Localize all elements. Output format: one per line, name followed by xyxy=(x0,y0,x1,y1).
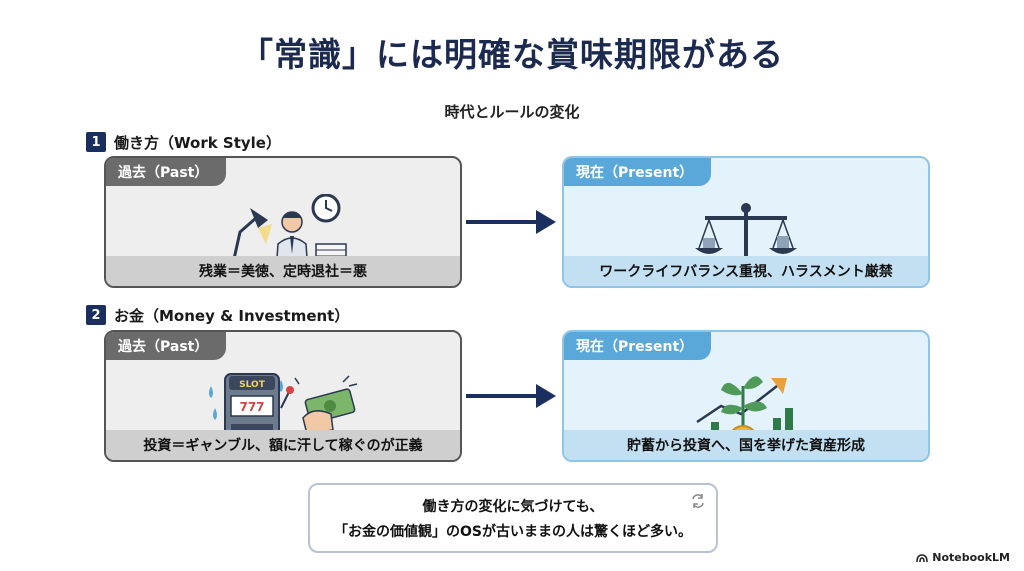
present-caption: ワークライフバランス重視、ハラスメント厳禁 xyxy=(564,256,928,286)
slot-label: SLOT xyxy=(239,380,266,390)
past-tag: 過去（Past） xyxy=(106,332,227,360)
past-tag: 過去（Past） xyxy=(106,158,227,186)
present-tag: 現在（Present） xyxy=(564,158,712,186)
section-heading-label: 働き方（Work Style） xyxy=(114,133,281,152)
present-tag: 現在（Present） xyxy=(564,332,712,360)
right-arrow-icon xyxy=(466,210,556,234)
past-card-work-style: 過去（Past） 残業＝美徳、定時退社＝悪 xyxy=(104,156,462,288)
section-heading-label: お金（Money & Investment） xyxy=(114,306,350,325)
section-heading-work-style: 1 働き方（Work Style） xyxy=(86,131,281,153)
past-caption: 投資＝ギャンブル、額に汗して稼ぐのが正義 xyxy=(106,430,460,460)
past-caption: 残業＝美徳、定時退社＝悪 xyxy=(106,256,460,286)
notebooklm-logo-icon xyxy=(916,553,929,562)
present-card-work-style: 現在（Present） ワークライフバランス重視、ハラスメント厳禁 xyxy=(562,156,930,288)
section-heading-money: 2 お金（Money & Investment） xyxy=(86,304,349,326)
summary-note-line1: 働き方の変化に気づけても、 xyxy=(422,498,604,515)
notebooklm-brand: NotebookLM xyxy=(916,551,1010,564)
right-arrow-icon xyxy=(466,384,556,408)
past-card-money: 過去（Past） SLOT 777 投資＝ギャンブル、額に汗して稼ぐのが正義 xyxy=(104,330,462,462)
slide-title: 「常識」には明確な賞味期限がある xyxy=(240,35,784,74)
summary-note: 働き方の変化に気づけても、 「お金の価値観」のOSが古いままの人は驚くほど多い。 xyxy=(308,483,718,553)
brand-label: NotebookLM xyxy=(932,551,1010,564)
slide-subtitle: 時代とルールの変化 xyxy=(444,103,580,121)
section-number-badge: 2 xyxy=(86,305,106,325)
present-caption: 貯蓄から投資へ、国を挙げた資産形成 xyxy=(564,430,928,460)
section-number-badge: 1 xyxy=(86,132,106,152)
summary-note-line2: 「お金の価値観」のOSが古いままの人は驚くほど多い。 xyxy=(334,523,692,540)
present-card-money: 現在（Present） $ 貯蓄から投資へ、国を挙げた資産形成 xyxy=(562,330,930,462)
refresh-icon[interactable] xyxy=(690,493,706,509)
svg-text:777: 777 xyxy=(239,400,264,414)
